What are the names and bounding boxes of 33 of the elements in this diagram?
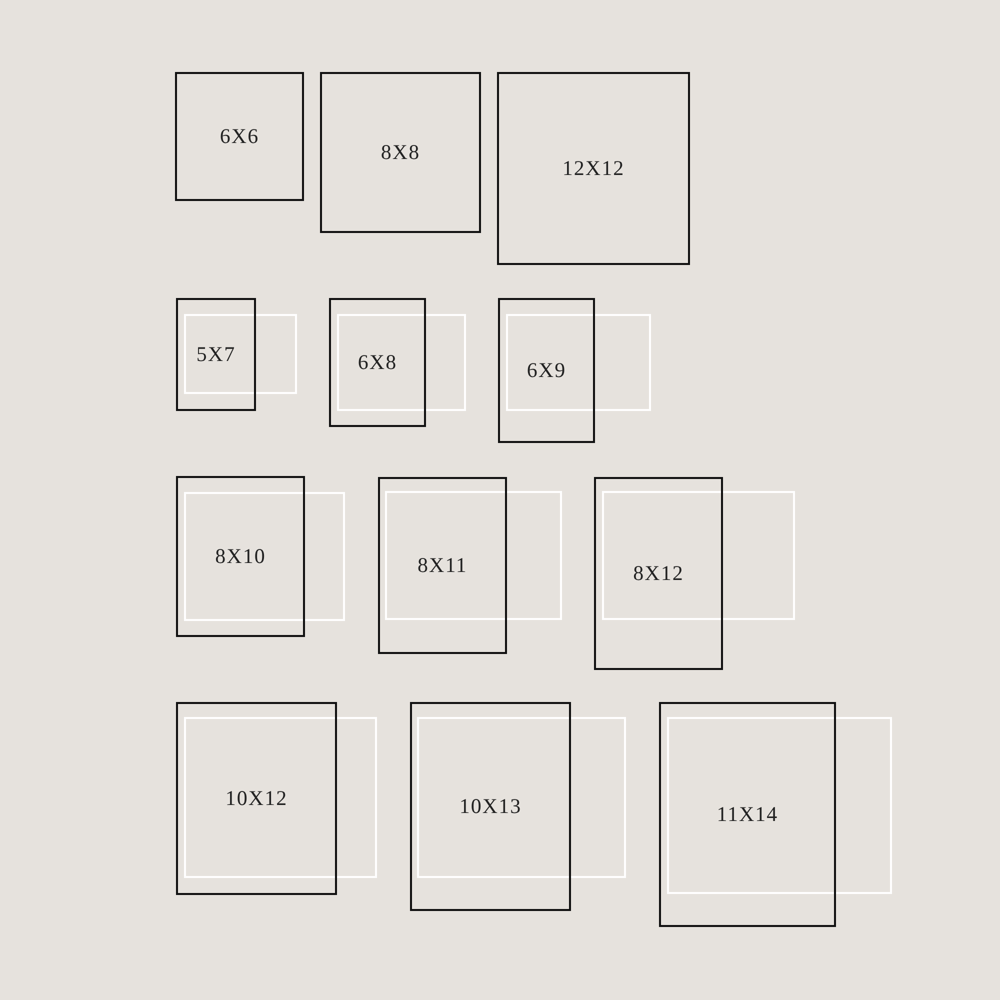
frame-outline bbox=[659, 702, 836, 927]
size-label: 11X14 bbox=[716, 802, 778, 827]
frame-outline bbox=[176, 702, 337, 895]
frame-outline bbox=[175, 72, 304, 201]
size-label: 8X12 bbox=[633, 561, 684, 586]
landscape-frame-outline bbox=[385, 491, 562, 620]
frame-outline bbox=[498, 298, 595, 443]
size-label: 8X8 bbox=[380, 140, 420, 165]
frame-outline bbox=[176, 476, 305, 637]
landscape-frame-outline bbox=[417, 717, 626, 878]
size-label: 5X7 bbox=[196, 342, 236, 367]
frame-outline bbox=[410, 702, 571, 911]
frame-outline bbox=[497, 72, 690, 265]
size-label: 12X12 bbox=[562, 156, 625, 181]
frame-outline bbox=[320, 72, 481, 233]
landscape-frame-outline bbox=[602, 491, 795, 620]
landscape-frame-outline bbox=[337, 314, 466, 411]
landscape-frame-outline bbox=[184, 717, 377, 878]
size-label: 6X6 bbox=[220, 124, 260, 149]
landscape-frame-outline bbox=[506, 314, 651, 411]
size-label: 10X12 bbox=[225, 786, 288, 811]
frame-outline bbox=[378, 477, 507, 654]
frame-outline bbox=[329, 298, 426, 427]
landscape-frame-outline bbox=[184, 314, 297, 394]
size-label: 6X8 bbox=[358, 350, 398, 375]
size-label: 6X9 bbox=[526, 358, 566, 383]
size-label: 8X10 bbox=[215, 544, 266, 569]
frame-outline bbox=[176, 298, 256, 411]
size-label: 8X11 bbox=[418, 553, 468, 578]
landscape-frame-outline bbox=[667, 717, 892, 894]
size-label: 10X13 bbox=[459, 794, 522, 819]
landscape-frame-outline bbox=[184, 492, 345, 621]
frame-outline bbox=[594, 477, 723, 670]
